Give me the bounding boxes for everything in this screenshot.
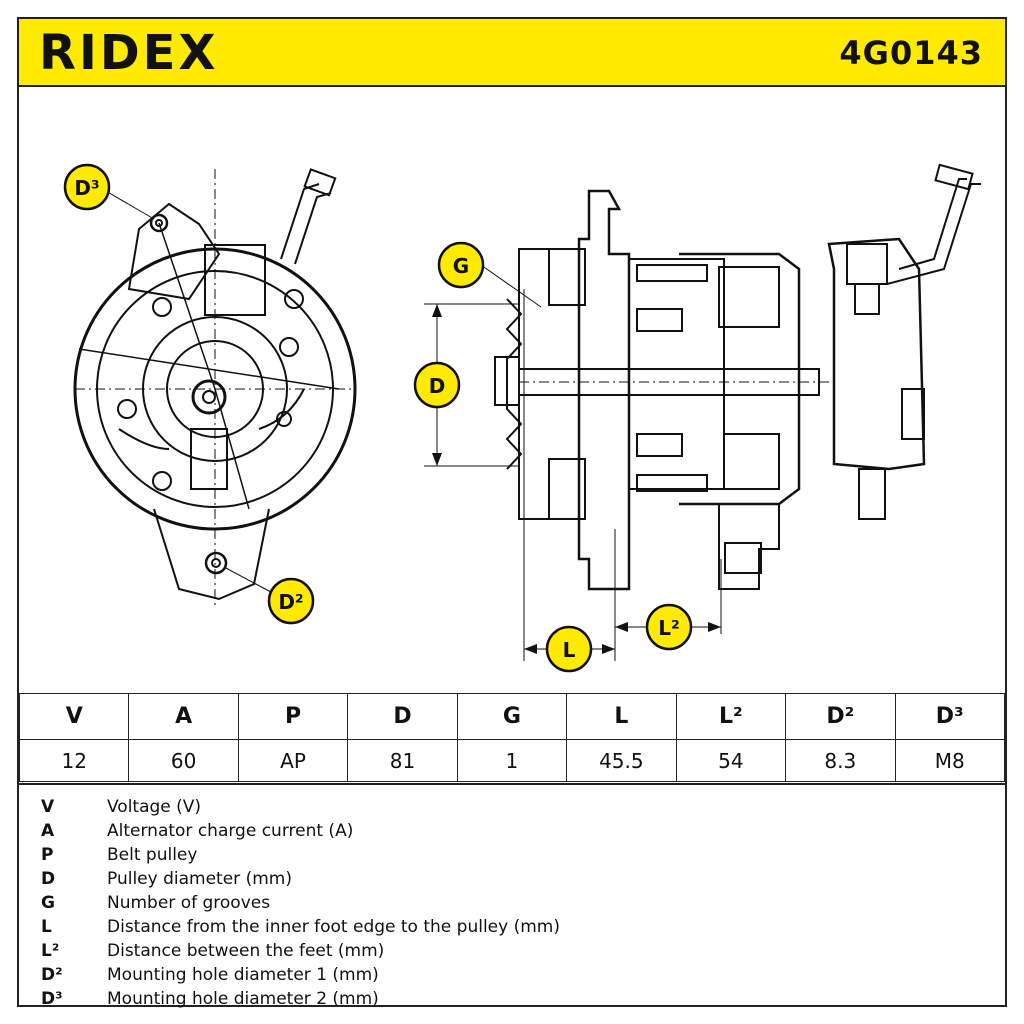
spec-table: V A P D G L L² D² D³ 12 60 AP 81 1 45.5 …	[18, 693, 1005, 782]
legend-item: A Alternator charge current (A)	[19, 819, 1005, 843]
callout-d2: D²	[267, 577, 315, 625]
spec-value: 81	[347, 739, 458, 782]
spec-header-row: V A P D G L L² D² D³	[18, 693, 1005, 740]
spec-value: 1	[456, 739, 568, 782]
legend-key: A	[41, 821, 55, 841]
spec-value: AP	[237, 739, 349, 782]
callout-g: G	[437, 241, 485, 289]
spec-value: M8	[894, 739, 1005, 782]
callout-d-label: D	[429, 374, 446, 398]
legend-text: Mounting hole diameter 1 (mm)	[107, 965, 379, 985]
spec-header: L²	[675, 693, 787, 740]
legend-text: Distance from the inner foot edge to the…	[107, 917, 560, 937]
legend-item: D Pulley diameter (mm)	[19, 867, 1005, 891]
legend-item: D² Mounting hole diameter 1 (mm)	[19, 963, 1005, 987]
front-view	[73, 168, 357, 609]
technical-drawing: D³ D² G D L L²	[63, 163, 981, 673]
spec-value: 45.5	[566, 739, 677, 782]
header-bar: RIDEX 4G0143	[19, 19, 1005, 87]
legend-key: G	[41, 893, 55, 913]
legend-item: L Distance from the inner foot edge to t…	[19, 915, 1005, 939]
legend-text: Pulley diameter (mm)	[107, 869, 292, 889]
callout-d2-label: D²	[278, 590, 303, 614]
spec-value: 54	[675, 739, 787, 782]
callout-d: D	[413, 361, 461, 409]
spec-header: D³	[894, 693, 1005, 740]
legend-key: P	[41, 845, 54, 865]
legend-key: L	[41, 917, 52, 937]
legend-text: Number of grooves	[107, 893, 271, 913]
legend-key: D³	[41, 989, 63, 1009]
callout-l: L	[545, 625, 593, 673]
legend: V Voltage (V) A Alternator charge curren…	[19, 783, 1005, 1011]
legend-item: P Belt pulley	[19, 843, 1005, 867]
spec-value: 8.3	[785, 739, 896, 782]
callout-d3-label: D³	[74, 176, 99, 200]
spec-header: D²	[785, 693, 896, 740]
spec-header: G	[456, 693, 568, 740]
spec-header: L	[566, 693, 677, 740]
legend-item: L² Distance between the feet (mm)	[19, 939, 1005, 963]
legend-text: Belt pulley	[107, 845, 198, 865]
spec-value-row: 12 60 AP 81 1 45.5 54 8.3 M8	[18, 739, 1005, 782]
legend-item: D³ Mounting hole diameter 2 (mm)	[19, 987, 1005, 1011]
legend-text: Voltage (V)	[107, 797, 202, 817]
dimension-arrows	[432, 304, 721, 654]
datasheet-frame: RIDEX 4G0143	[17, 17, 1007, 1009]
legend-text: Alternator charge current (A)	[107, 821, 354, 841]
legend-item: G Number of grooves	[19, 891, 1005, 915]
callout-l2-label: L²	[658, 616, 680, 640]
legend-text: Mounting hole diameter 2 (mm)	[107, 989, 379, 1009]
spec-header: D	[347, 693, 458, 740]
legend-text: Distance between the feet (mm)	[107, 941, 385, 961]
legend-key: L²	[41, 941, 60, 961]
legend-key: D	[41, 869, 56, 889]
spec-value: 12	[18, 739, 130, 782]
spec-header: V	[18, 693, 130, 740]
part-number: 4G0143	[839, 34, 983, 72]
spec-value: 60	[128, 739, 239, 782]
legend-key: D²	[41, 965, 63, 985]
callout-d3: D³	[63, 163, 111, 211]
brand-logo: RIDEX	[39, 25, 219, 81]
legend-key: V	[41, 797, 55, 817]
callout-g-label: G	[453, 254, 469, 278]
callout-l-label: L	[563, 638, 576, 662]
side-section-view	[98, 163, 981, 661]
spec-header: P	[237, 693, 349, 740]
spec-header: A	[128, 693, 239, 740]
callout-l2: L²	[645, 603, 693, 651]
legend-item: V Voltage (V)	[19, 795, 1005, 819]
